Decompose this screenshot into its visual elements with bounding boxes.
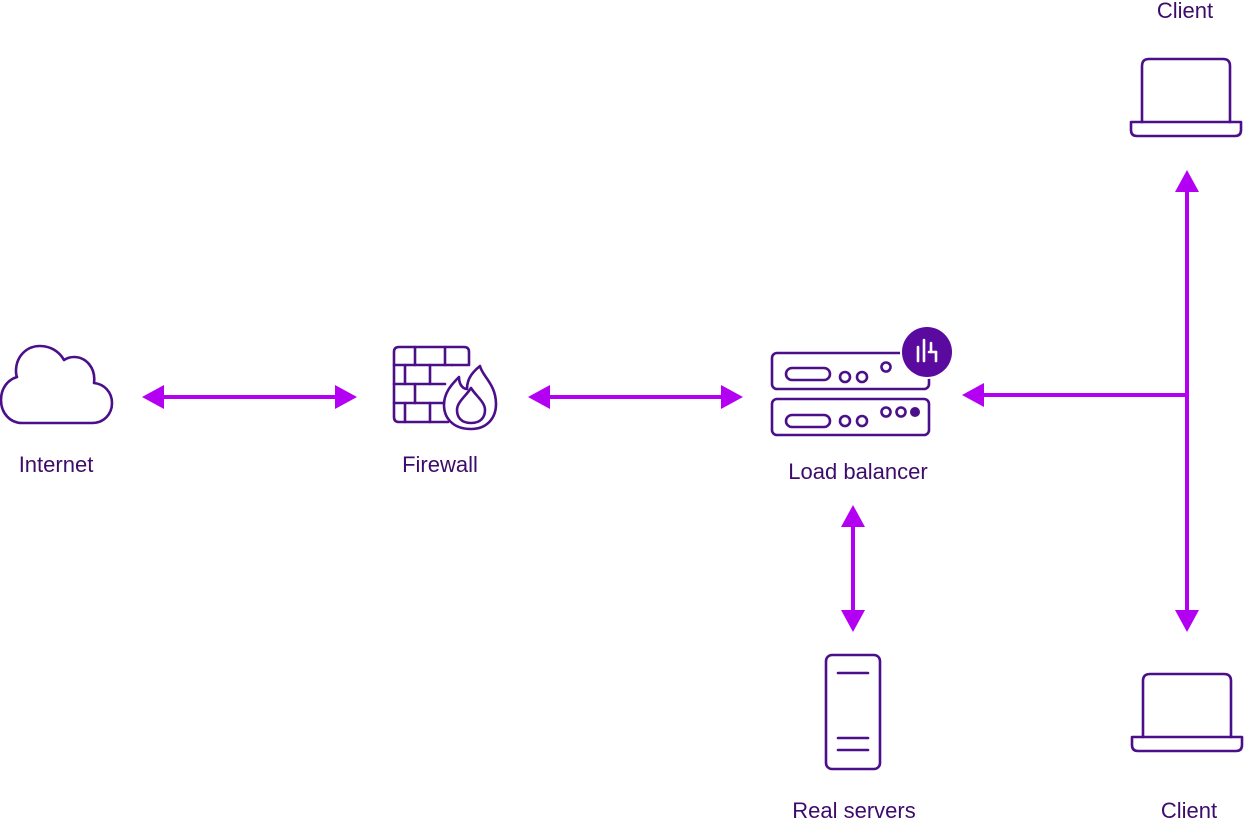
laptop-icon — [1130, 672, 1244, 753]
flame-icon — [442, 364, 498, 431]
arrow-head-up — [841, 505, 865, 527]
laptop-icon — [1129, 57, 1243, 138]
connection-load-balancer-real-servers — [841, 505, 865, 632]
haproxy-logo-icon — [900, 325, 954, 379]
connection-firewall-load-balancer — [528, 385, 743, 409]
connection-internet-firewall — [142, 385, 357, 409]
client-top-label: Client — [1156, 0, 1214, 23]
load-balancer-label: Load balancer — [788, 459, 928, 484]
firewall-icon — [392, 345, 498, 431]
arrow-head-right — [721, 385, 743, 409]
arrow-head-left — [142, 385, 164, 409]
client-bottom-label: Client — [1160, 798, 1218, 823]
load-balancer-icon — [770, 325, 954, 437]
firewall-label: Firewall — [402, 452, 478, 477]
arrow-head-down — [841, 610, 865, 632]
server-icon — [824, 653, 882, 771]
arrow-head-down — [1175, 610, 1199, 632]
arrow-head-left — [962, 383, 984, 407]
cloud-icon — [0, 344, 114, 425]
real-servers-label: Real servers — [792, 798, 916, 823]
connection-load-balancer-clients — [962, 170, 1199, 632]
arrow-head-up — [1175, 170, 1199, 192]
arrow-head-left — [528, 385, 550, 409]
internet-label: Internet — [18, 452, 94, 477]
arrow-head-right — [335, 385, 357, 409]
